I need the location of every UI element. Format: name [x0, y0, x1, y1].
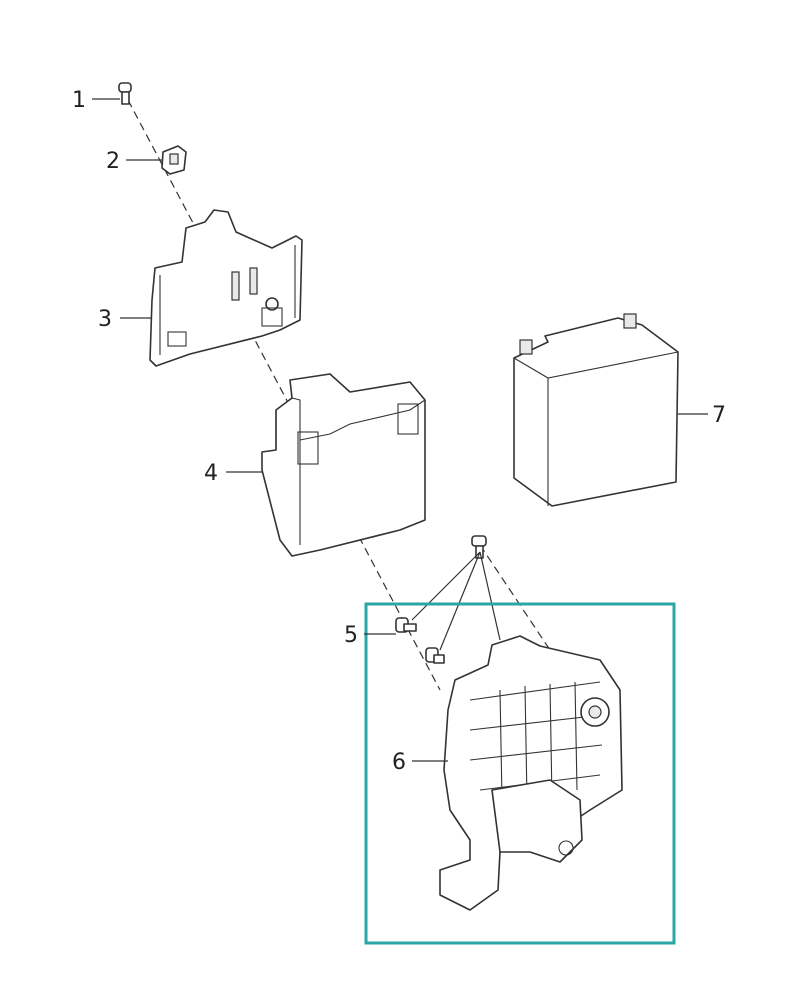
part-2-clip[interactable] [161, 145, 187, 175]
callout-4[interactable]: 4 [204, 461, 218, 486]
callout-6[interactable]: 6 [392, 750, 406, 775]
callout-3[interactable]: 3 [98, 307, 112, 332]
assembly-axis [127, 99, 441, 691]
callout-2[interactable]: 2 [106, 149, 120, 174]
callout-7[interactable]: 7 [712, 403, 726, 428]
assembly-axis-2 [479, 544, 551, 651]
callout-1[interactable]: 1 [72, 88, 86, 113]
part-7-box[interactable] [513, 313, 679, 507]
callout-5[interactable]: 5 [344, 623, 358, 648]
part-4-cover[interactable] [261, 373, 426, 557]
highlight-box-part-6 [364, 602, 676, 945]
part-3-bracket[interactable] [149, 209, 303, 367]
part-6-module[interactable] [439, 635, 623, 911]
part-1-bolt[interactable] [118, 82, 132, 105]
part-5-bolts[interactable] [395, 535, 501, 664]
